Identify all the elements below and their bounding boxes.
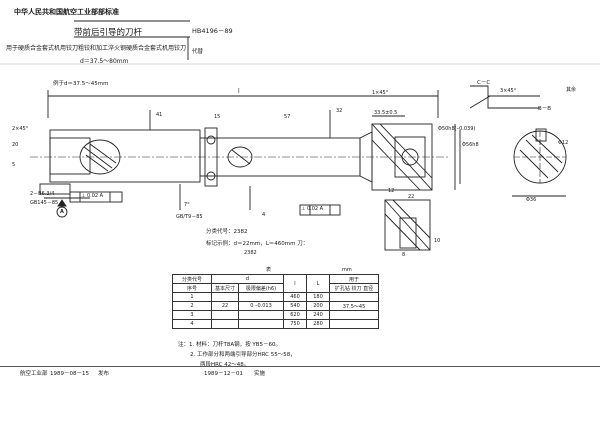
dim-4: 4 bbox=[262, 212, 266, 218]
cell-tol bbox=[238, 310, 284, 320]
example-diameter: 例于d＝37.5～45mm bbox=[53, 81, 109, 87]
cell-basic: 22 bbox=[211, 301, 239, 311]
dim-57: 57 bbox=[284, 114, 291, 120]
col-basic: 基本尺寸 bbox=[211, 283, 239, 293]
cell-l: 540 bbox=[283, 301, 307, 311]
cell-dia bbox=[329, 319, 379, 329]
table-title: 表 bbox=[266, 267, 272, 273]
surface-note: 其余 bbox=[566, 87, 577, 93]
dim-12: 12 bbox=[388, 188, 395, 194]
col-suit: 用于 bbox=[329, 274, 379, 284]
cell-L: 280 bbox=[306, 319, 330, 329]
table-unit: mm bbox=[342, 267, 352, 273]
ref-gb145: GB145－85 bbox=[30, 200, 59, 206]
dim-33: 33.5±0.5 bbox=[374, 110, 398, 116]
tolerance-frame-left: ⊥ 0.02 A bbox=[81, 193, 104, 199]
cell-dia bbox=[329, 310, 379, 320]
footer-dept: 航空工业部 bbox=[20, 371, 48, 377]
table-row: 2 22 0 –0.013 540 200 37.5～45 bbox=[172, 301, 379, 311]
cell-L: 180 bbox=[306, 292, 330, 302]
footer-issue: 发布 bbox=[98, 371, 110, 377]
ref-b6: 2－B6.3/4 bbox=[30, 191, 55, 197]
cell-l: 750 bbox=[283, 319, 307, 329]
ministry-title: 中华人民共和国航空工业部部标准 bbox=[14, 8, 119, 16]
cell-L: 200 bbox=[306, 301, 330, 311]
cell-L: 240 bbox=[306, 310, 330, 320]
col-tolerance: 极限偏差(h6) bbox=[238, 283, 284, 293]
cell-code: 4 bbox=[172, 319, 212, 329]
cell-code: 1 bbox=[172, 292, 212, 302]
dim-2x45: 2×45° bbox=[12, 126, 29, 132]
footer-issue-date: 1989－08－15 bbox=[50, 371, 89, 377]
col-L: L bbox=[306, 274, 330, 293]
section-cc: C－C bbox=[477, 80, 491, 86]
cell-basic bbox=[211, 319, 239, 329]
std-gb9: GB/T9－85 bbox=[176, 214, 203, 220]
marking-code: 2382 bbox=[244, 250, 257, 256]
cell-tol: 0 –0.013 bbox=[238, 301, 284, 311]
dim-5: 5 bbox=[12, 162, 16, 168]
dim-15: 15 bbox=[214, 114, 221, 120]
dim-10: 10 bbox=[434, 238, 441, 244]
specification-table: 分类代号 d l L 用于 序号 基本尺寸 极限偏差(h6) 扩孔钻 铰刀 直径… bbox=[172, 274, 379, 329]
dim-8: 8 bbox=[402, 252, 406, 258]
dim-22: 22 bbox=[408, 194, 415, 200]
cell-tol bbox=[238, 319, 284, 329]
cell-tol bbox=[238, 292, 284, 302]
note-1: 注：1. 材料：刀杆T8A钢，按 YB5－60。 bbox=[178, 342, 281, 348]
dim-l: l bbox=[238, 88, 240, 95]
cell-dia: 37.5～45 bbox=[329, 301, 379, 311]
table-row: 1 460 180 bbox=[172, 292, 379, 302]
col-l: l bbox=[283, 274, 307, 293]
dim-41: 41 bbox=[156, 112, 163, 118]
col-reamer: 扩孔钻 铰刀 直径 bbox=[329, 283, 379, 293]
standard-number: HB4196－89 bbox=[192, 27, 233, 35]
substitute-label: 代替 bbox=[192, 49, 204, 55]
footer-impl: 实施 bbox=[254, 371, 266, 377]
col-d: d bbox=[211, 274, 284, 284]
footer-rule bbox=[0, 366, 600, 367]
phi-36: Φ36 bbox=[526, 197, 537, 203]
angle-7: 7° bbox=[184, 202, 190, 208]
note-3: 两段HRC 42～48。 bbox=[200, 362, 250, 368]
marking-example: 标记示例：d＝22mm，L＝460mm 刀： bbox=[206, 241, 309, 247]
cell-basic bbox=[211, 310, 239, 320]
document-title: 带前后引导的刀杆 bbox=[74, 28, 143, 38]
table-row: 4 750 280 bbox=[172, 319, 379, 329]
note-2: 2. 工作部分和两端引导部分HRC 55～58， bbox=[190, 352, 296, 358]
dim-32: 32 bbox=[336, 108, 343, 114]
scope-text: 用于硬质合金套式机用铰刀粗铰和加工淬火钢硬质合金套式机用铰刀 bbox=[6, 45, 187, 52]
cell-l: 460 bbox=[283, 292, 307, 302]
cell-dia bbox=[329, 292, 379, 302]
cell-l: 620 bbox=[283, 310, 307, 320]
footer-impl-date: 1989－12－01 bbox=[204, 371, 243, 377]
cell-code: 3 bbox=[172, 310, 212, 320]
col-code: 分类代号 bbox=[172, 274, 212, 284]
datum-a: A bbox=[60, 209, 64, 215]
cell-basic bbox=[211, 292, 239, 302]
phi-12: Φ12 bbox=[558, 140, 569, 146]
tolerance-frame-right: ⊥ 0.02 A bbox=[301, 206, 324, 212]
classification-code: 分类代号：2382 bbox=[206, 229, 248, 235]
dim-3x45: 3×45° bbox=[500, 88, 517, 94]
cell-code: 2 bbox=[172, 301, 212, 311]
diameter-range: d＝37.5～80mm bbox=[80, 58, 129, 65]
dim-1x45: 1×45° bbox=[372, 90, 389, 96]
phi-50: Φ50h8(–0.039) bbox=[438, 126, 476, 132]
table-row: 3 620 240 bbox=[172, 310, 379, 320]
dim-20: 20 bbox=[12, 142, 19, 148]
col-order: 序号 bbox=[172, 283, 212, 293]
section-bb: B－B bbox=[538, 106, 552, 112]
phi-56: Φ56h8 bbox=[462, 142, 479, 148]
